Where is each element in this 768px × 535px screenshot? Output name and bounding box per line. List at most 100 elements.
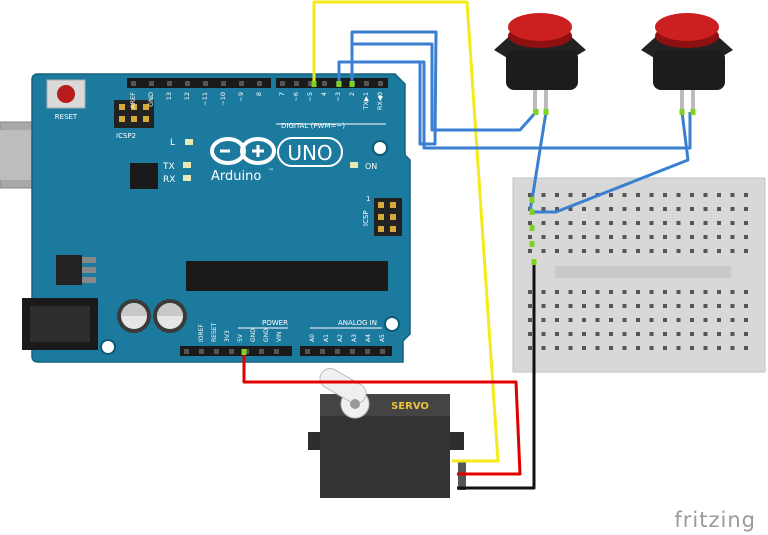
header-hole bbox=[167, 81, 172, 86]
header-hole bbox=[229, 349, 234, 354]
breadboard bbox=[512, 177, 766, 373]
breadboard-hole bbox=[730, 221, 735, 225]
breadboard-hole bbox=[730, 346, 735, 350]
breadboard-hole bbox=[744, 290, 748, 294]
breadboard-hole bbox=[582, 304, 586, 308]
breadboard-hole bbox=[528, 304, 532, 308]
trademark-symbol: ™ bbox=[268, 168, 274, 175]
breadboard-hole bbox=[744, 332, 748, 336]
breadboard-hole bbox=[649, 346, 654, 350]
breadboard-hole bbox=[676, 318, 681, 322]
header-pin bbox=[390, 214, 396, 220]
header-hole bbox=[320, 349, 325, 354]
breadboard-hole bbox=[568, 235, 573, 239]
breadboard-hole bbox=[676, 304, 681, 308]
breadboard-hole bbox=[595, 249, 600, 253]
breadboard-hole bbox=[582, 332, 586, 336]
push-button-right[interactable] bbox=[641, 13, 733, 112]
breadboard-hole bbox=[568, 193, 573, 197]
breadboard-hole bbox=[622, 193, 627, 197]
breadboard-hole bbox=[568, 290, 573, 294]
breadboard-hole bbox=[649, 332, 654, 336]
digital-pin-label: 7 bbox=[278, 92, 286, 96]
voltage-regulator bbox=[56, 255, 82, 285]
breadboard-hole bbox=[730, 193, 735, 197]
header-hole bbox=[364, 81, 369, 86]
header-pin bbox=[390, 226, 396, 232]
analog-pin-label: A5 bbox=[379, 334, 386, 342]
led-on-label: ON bbox=[365, 162, 377, 171]
header-pin bbox=[119, 116, 125, 122]
reset-label: RESET bbox=[55, 113, 78, 121]
breadboard-hole bbox=[649, 221, 654, 225]
breadboard-hole bbox=[541, 290, 546, 294]
breadboard-hole bbox=[717, 304, 721, 308]
breadboard-hole bbox=[568, 332, 573, 336]
power-header bbox=[180, 346, 292, 356]
breadboard-hole bbox=[676, 207, 681, 211]
breadboard-hole bbox=[730, 304, 735, 308]
breadboard-hole bbox=[744, 193, 748, 197]
breadboard-hole bbox=[622, 332, 627, 336]
breadboard-hole bbox=[582, 346, 586, 350]
header-hole bbox=[305, 349, 310, 354]
push-button-left[interactable] bbox=[494, 13, 586, 112]
breadboard-hole bbox=[622, 235, 627, 239]
power-pin-label: GND bbox=[250, 328, 257, 342]
breadboard-hole bbox=[636, 318, 640, 322]
breadboard-hole bbox=[717, 346, 721, 350]
breadboard-hole bbox=[649, 304, 654, 308]
pin-marker bbox=[336, 81, 342, 87]
breadboard-holes-bottom bbox=[528, 290, 748, 350]
breadboard-hole bbox=[636, 193, 640, 197]
breadboard-hole bbox=[676, 235, 681, 239]
breadboard-hole bbox=[703, 221, 708, 225]
breadboard-hole bbox=[730, 207, 735, 211]
digital-pin-label: ~9 bbox=[237, 92, 245, 102]
servo-horn bbox=[319, 368, 370, 419]
digital-label: DIGITAL (PWM=~) bbox=[281, 122, 345, 130]
header-pin bbox=[119, 104, 125, 110]
digital-pin-label: ~3 bbox=[334, 92, 342, 102]
led-on bbox=[350, 162, 358, 168]
breadboard-hole bbox=[676, 193, 681, 197]
breadboard-hole bbox=[663, 235, 667, 239]
analog-label: ANALOG IN bbox=[338, 319, 377, 327]
breadboard-hole bbox=[690, 304, 694, 308]
digital-pin-label: 13 bbox=[165, 92, 173, 100]
breadboard-hole bbox=[676, 332, 681, 336]
breadboard-hole bbox=[717, 221, 721, 225]
breadboard-hole bbox=[555, 346, 559, 350]
breadboard-hole bbox=[717, 332, 721, 336]
digital-pin-label: 2 bbox=[348, 92, 356, 96]
breadboard-hole bbox=[609, 332, 613, 336]
breadboard-hole bbox=[595, 221, 600, 225]
breadboard-hole bbox=[636, 249, 640, 253]
breadboard-hole bbox=[528, 235, 532, 239]
breadboard-hole bbox=[663, 193, 667, 197]
breadboard-hole bbox=[703, 207, 708, 211]
power-pin-label: GND bbox=[263, 328, 270, 342]
breadboard-hole bbox=[649, 207, 654, 211]
pin-marker bbox=[241, 349, 247, 355]
header-hole bbox=[274, 349, 279, 354]
breadboard-hole bbox=[690, 249, 694, 253]
breadboard-hole bbox=[609, 346, 613, 350]
header-hole bbox=[203, 81, 208, 86]
breadboard-hole bbox=[555, 193, 559, 197]
breadboard-hole bbox=[568, 346, 573, 350]
breadboard-hole bbox=[730, 290, 735, 294]
digital-pin-label: 4 bbox=[320, 92, 328, 96]
breadboard-hole bbox=[690, 346, 694, 350]
breadboard-hole bbox=[568, 249, 573, 253]
breadboard-hole bbox=[609, 318, 613, 322]
icsp2-label: ICSP2 bbox=[116, 132, 136, 140]
pin-marker bbox=[529, 197, 535, 203]
icsp-pin1-label: 1 bbox=[366, 195, 370, 203]
uno-badge bbox=[277, 137, 343, 167]
breadboard-hole bbox=[690, 207, 694, 211]
capacitor bbox=[153, 299, 187, 333]
atmega-chip bbox=[186, 261, 388, 291]
breadboard-hole bbox=[717, 290, 721, 294]
